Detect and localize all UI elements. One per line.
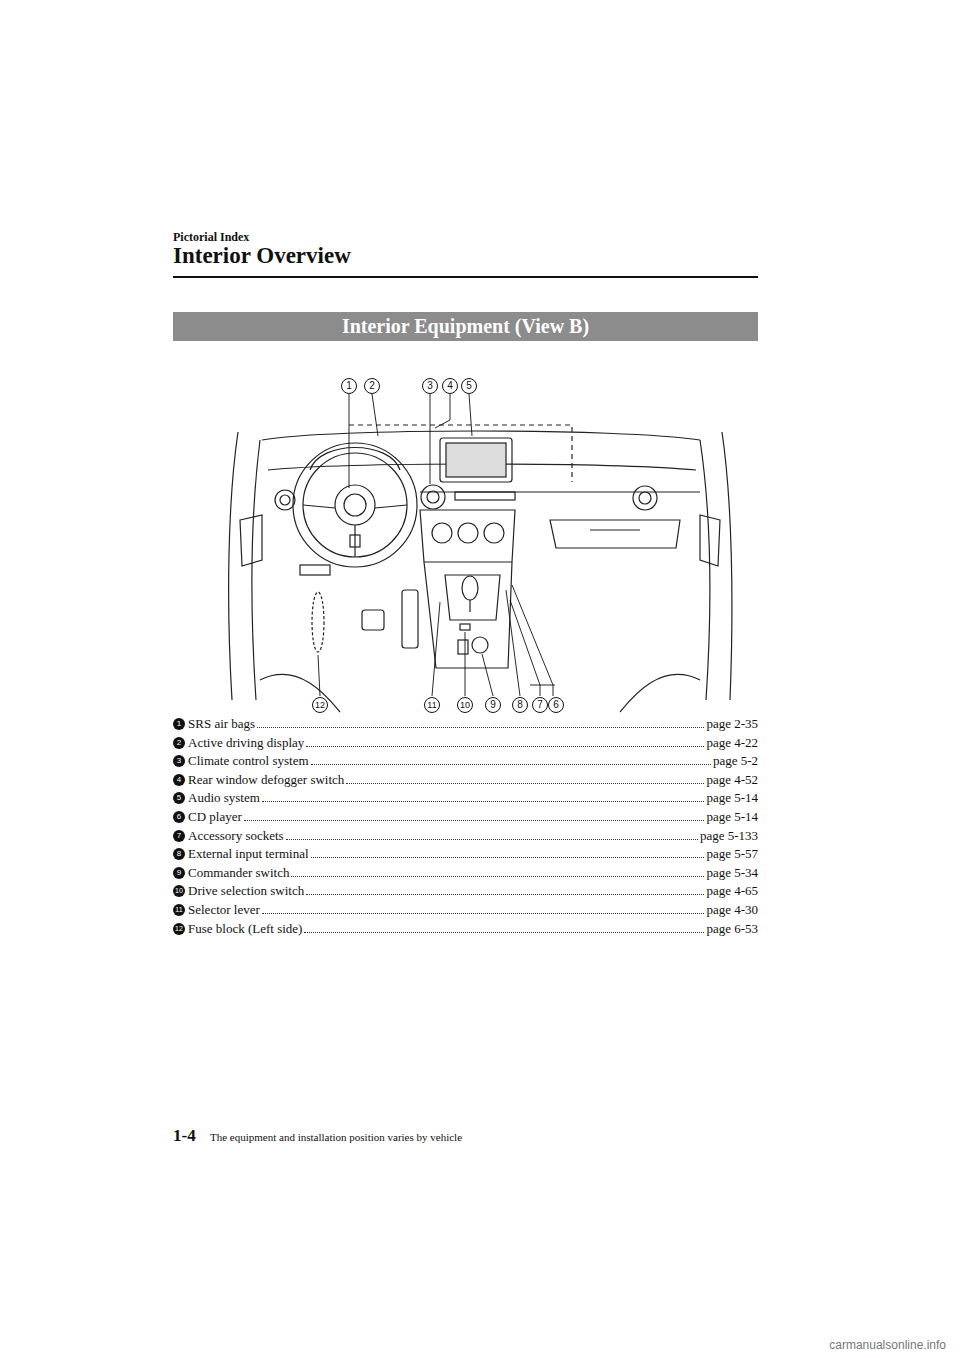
item-number: 5 [173,792,185,804]
page-reference: page 5-133 [700,828,758,844]
dot-leader [306,894,704,895]
page-reference: page 5-14 [706,790,758,806]
item-number: 6 [173,811,185,823]
item-name: Accessory sockets [188,828,284,844]
index-row: 7Accessory sockets page 5-133 [173,826,758,844]
item-number: 8 [173,848,185,860]
dot-leader [262,913,705,914]
item-number: 7 [173,830,185,842]
page-reference: page 6-53 [706,921,758,937]
index-row: 1SRS air bags page 2-35 [173,714,758,732]
dot-leader [244,820,705,821]
leader-lines [318,394,555,696]
item-name: CD player [188,809,242,825]
dot-leader [257,727,704,728]
index-row: 3Climate control system page 5-2 [173,751,758,769]
banner-text: Interior Equipment (View B) [342,315,589,338]
index-row: 9Commander switch page 5-34 [173,863,758,881]
dot-leader [291,876,704,877]
watermark: carmanualsonline.info [829,1338,946,1352]
section-banner: Interior Equipment (View B) [173,312,758,341]
item-name: SRS air bags [188,716,255,732]
item-number: 12 [173,923,185,935]
item-number: 11 [173,904,185,916]
dot-leader [262,801,705,802]
dot-leader [346,783,704,784]
page-reference: page 5-34 [706,865,758,881]
dot-leader [304,932,704,933]
item-number: 4 [173,774,185,786]
item-number: 3 [173,755,185,767]
item-name: Rear window defogger switch [188,772,344,788]
page-reference: page 4-52 [706,772,758,788]
section-header: Pictorial Index [173,230,249,245]
callout-number: 1 [341,378,357,394]
page-reference: page 4-22 [706,735,758,751]
page-reference: page 4-30 [706,902,758,918]
item-number: 2 [173,737,185,749]
item-name: Audio system [188,790,260,806]
cabin-drawing [229,425,732,712]
item-number: 9 [173,867,185,879]
page-reference: page 2-35 [706,716,758,732]
page-reference: page 5-57 [706,846,758,862]
footer-note: The equipment and installation position … [210,1131,462,1143]
header-rule [173,276,758,278]
dot-leader [286,839,698,840]
item-name: Commander switch [188,865,289,881]
callout-number: 6 [548,697,564,713]
index-row: 2Active driving display page 4-22 [173,733,758,751]
callout-number: 4 [442,378,458,394]
callout-number: 5 [461,378,477,394]
page-reference: page 5-14 [706,809,758,825]
item-name: Fuse block (Left side) [188,921,302,937]
callout-number: 12 [312,697,328,713]
callout-number: 8 [512,697,528,713]
callout-number: 2 [364,378,380,394]
item-number: 1 [173,718,185,730]
index-row: 11Selector lever page 4-30 [173,900,758,918]
index-row: 10Drive selection switch page 4-65 [173,881,758,899]
page-reference: page 4-65 [706,883,758,899]
callout-number: 9 [485,697,501,713]
item-name: External input terminal [188,846,309,862]
callout-number: 11 [424,697,440,713]
callout-number: 7 [532,697,548,713]
callout-number: 3 [422,378,438,394]
item-name: Selector lever [188,902,260,918]
dot-leader [306,746,704,747]
page-title: Interior Overview [173,243,351,269]
index-row: 6CD player page 5-14 [173,807,758,825]
index-row: 4Rear window defogger switch page 4-52 [173,770,758,788]
item-name: Active driving display [188,735,304,751]
index-row: 12Fuse block (Left side) page 6-53 [173,919,758,937]
index-row: 8External input terminal page 5-57 [173,844,758,862]
page-reference: page 5-2 [713,753,758,769]
index-row: 5Audio system page 5-14 [173,788,758,806]
dot-leader [311,857,705,858]
item-number: 10 [173,885,185,897]
item-name: Drive selection switch [188,883,304,899]
callout-number: 10 [457,697,473,713]
dot-leader [311,764,711,765]
item-name: Climate control system [188,753,309,769]
page-number: 1-4 [173,1126,196,1146]
